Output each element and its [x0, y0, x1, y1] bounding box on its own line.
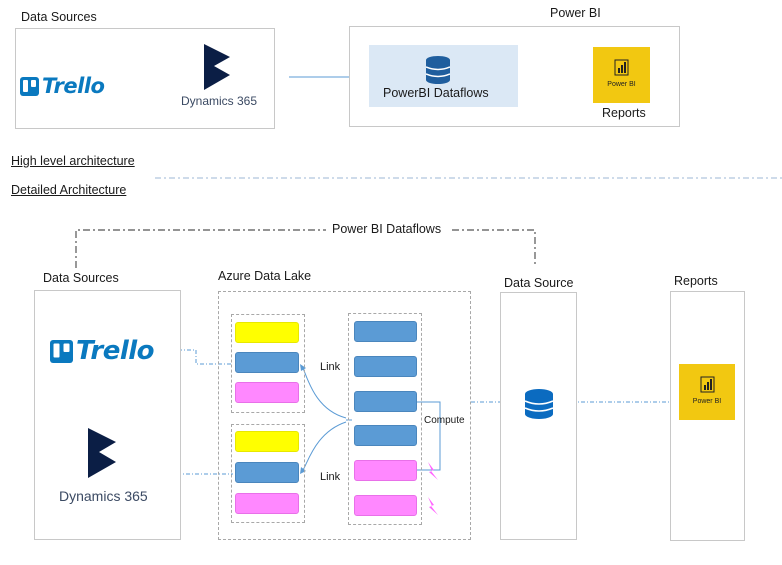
hl-power-bi-title: Power BI — [550, 6, 601, 20]
compute-lightning-icon-1 — [428, 462, 438, 480]
dynamics-entity-block — [235, 462, 299, 483]
trello-icon — [50, 339, 73, 363]
dataflow-entity-3 — [354, 391, 417, 412]
link-label-1: Link — [320, 361, 341, 373]
hl-reports-label: Reports — [602, 106, 646, 120]
hl-trello-logo: Trello — [20, 74, 105, 98]
detail-reports-title: Reports — [674, 274, 718, 288]
link-curve-1-head — [300, 364, 306, 371]
dataflow-computed-1 — [354, 460, 417, 481]
dynamics-computed-block — [235, 493, 299, 514]
dataflow-entity-2 — [354, 356, 417, 377]
lake-group-dynamics — [231, 424, 305, 523]
lake-box — [218, 291, 471, 540]
dataflow-entity-1 — [354, 321, 417, 342]
detail-pbi-tile-text: Power BI — [692, 398, 722, 405]
detail-trello-logo: Trello — [50, 336, 155, 366]
power-bi-icon — [700, 376, 715, 393]
trello-raw-block — [235, 322, 299, 343]
detail-dynamics-text: Dynamics 365 — [59, 488, 148, 504]
data-source-title: Data Source — [504, 276, 574, 290]
dynamics-raw-block — [235, 431, 299, 452]
lake-group-dataflow — [348, 313, 422, 525]
hl-pbi-tile-text: Power BI — [607, 81, 636, 88]
power-bi-icon — [614, 59, 629, 76]
hl-trello-text: Trello — [42, 74, 105, 98]
dataflow-computed-2 — [354, 495, 417, 516]
dataflows-bracket-right — [452, 229, 536, 266]
hl-dataflows-label: PowerBI Dataflows — [383, 86, 489, 100]
compute-lightning-icon-2 — [428, 497, 438, 515]
trello-entity-block — [235, 352, 299, 373]
hl-data-sources-box — [15, 28, 275, 129]
lake-group-trello — [231, 314, 305, 413]
dynamics-icon — [204, 44, 230, 90]
detailed-title: Detailed Architecture — [11, 183, 127, 197]
detail-data-sources-title: Data Sources — [43, 271, 119, 285]
link-curve-2-head — [300, 467, 306, 474]
dataflows-group-label: Power BI Dataflows — [332, 222, 442, 236]
detail-data-sources-box — [34, 290, 181, 540]
detail-trello-text: Trello — [76, 336, 155, 366]
link-label-2: Link — [320, 471, 341, 483]
dataflows-bracket — [75, 229, 326, 268]
compute-label: Compute — [424, 415, 465, 426]
detail-power-bi-tile: Power BI — [679, 364, 735, 420]
database-icon — [525, 389, 553, 419]
compute-bracket — [417, 401, 441, 471]
dataflow-entity-4 — [354, 425, 417, 446]
high-level-title: High level architecture — [11, 154, 135, 168]
dynamics-icon — [88, 428, 116, 478]
hl-dynamics-text: Dynamics 365 — [181, 94, 258, 108]
trello-computed-block — [235, 382, 299, 403]
lake-title: Azure Data Lake — [218, 269, 312, 283]
hl-data-sources-title: Data Sources — [21, 10, 97, 24]
trello-icon — [20, 76, 39, 96]
database-icon — [426, 56, 450, 84]
hl-power-bi-tile: Power BI — [593, 47, 650, 103]
